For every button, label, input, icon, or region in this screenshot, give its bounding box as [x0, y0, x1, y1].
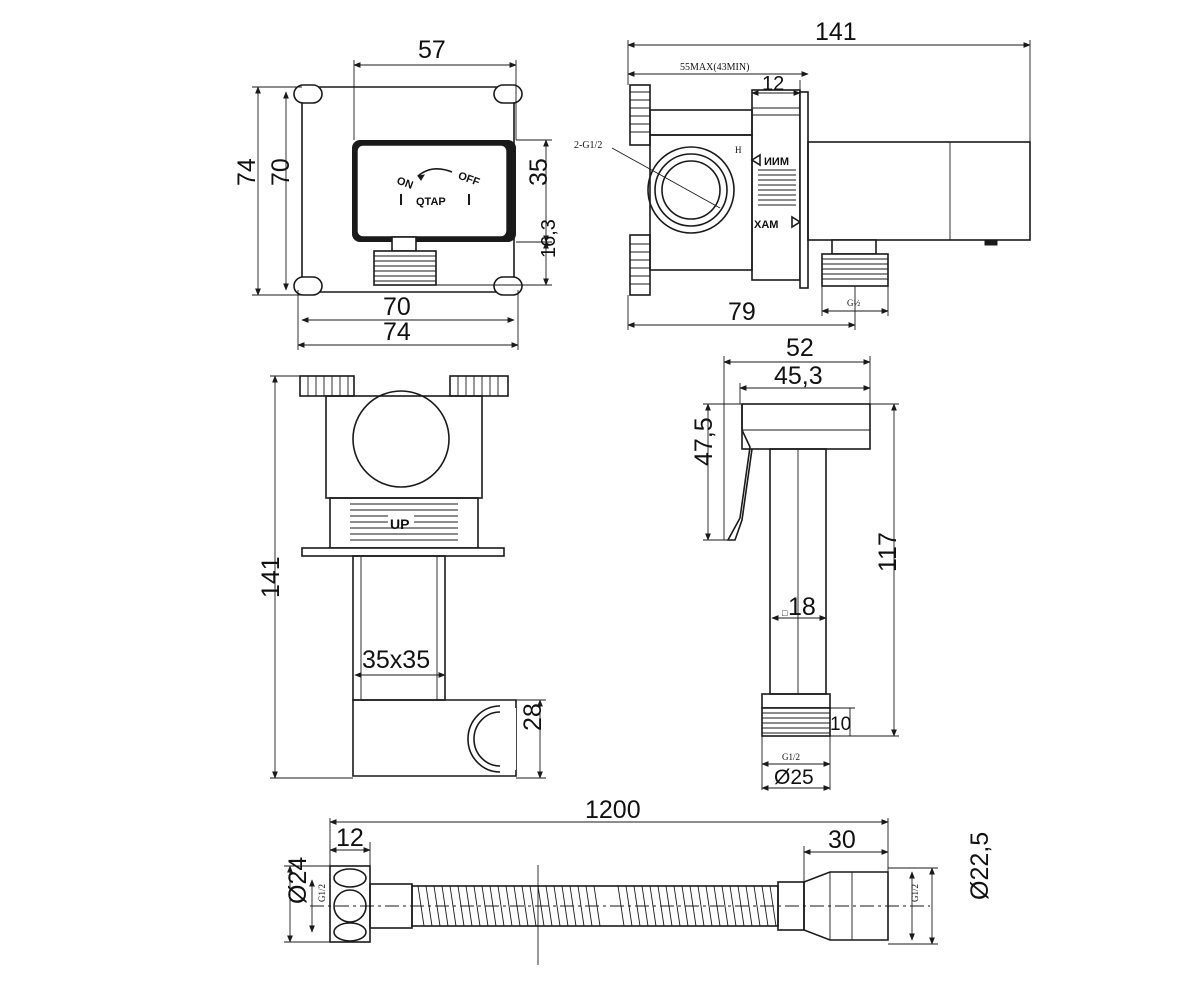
dim-outlet-thread: G½ — [847, 298, 860, 308]
dim-height-inner: 70 — [267, 158, 295, 186]
flange-hatch — [457, 376, 499, 396]
corner-lug — [493, 84, 523, 104]
dim-width-top: 57 — [418, 36, 446, 64]
flange-hatch — [307, 376, 349, 396]
dim-thread-height: 16,3 — [538, 219, 560, 258]
dim-tube-marker: □ — [782, 608, 788, 618]
dim-thread-len: 10 — [830, 714, 851, 735]
arrow-head-icon — [417, 174, 425, 181]
label-up: UP — [390, 516, 409, 532]
inlet-flange — [629, 84, 651, 146]
inlet-circle — [352, 390, 450, 488]
front-view: ON OFF QTAP 57 74 70 35 16,3 70 — [233, 36, 560, 350]
dim-thread-right: G1/2 — [910, 884, 920, 902]
dim-flange: 12 — [762, 73, 784, 95]
thread — [761, 707, 831, 737]
hose-nut — [329, 865, 371, 943]
dim-depth-range: 55MAX(43MIN) — [680, 62, 749, 73]
dim-width-inner: 45,3 — [774, 362, 823, 390]
dim-nut-len: 12 — [336, 824, 364, 852]
outlet-neck — [831, 239, 877, 255]
cartridge-ring — [752, 107, 806, 116]
top-view: UP 141 35x35 28 — [257, 375, 547, 779]
dim-nut-dia: Ø24 — [284, 857, 312, 904]
flange-top — [449, 375, 509, 397]
dim-total-length: 141 — [815, 18, 857, 46]
hose-coils — [417, 885, 777, 927]
label-h: H — [735, 145, 742, 155]
flange-hatch — [630, 243, 650, 285]
holder-cutout-bg — [469, 708, 516, 770]
flange-hatch — [630, 91, 650, 133]
label-brand: QTAP — [416, 196, 446, 208]
dim-cone-len: 30 — [828, 826, 856, 854]
control-panel — [356, 144, 508, 238]
dim-panel-height: 35 — [525, 158, 553, 186]
valve-body-top — [649, 109, 753, 136]
cartridge-hatch — [758, 169, 796, 206]
dim-offset: 79 — [728, 298, 756, 326]
side-view: 2-G1/2 H ИИМ XAM 141 55MAX(43MIN) 12 — [574, 18, 1031, 330]
corner-lug — [293, 276, 323, 296]
label-on: ON — [395, 175, 415, 192]
arm-top — [352, 555, 446, 701]
dim-height: 117 — [874, 532, 902, 572]
sprayer-view: 52 45,3 47,5 117 □ 18 10 G1/2 Ø25 — [690, 334, 902, 791]
holder-cup-inner — [473, 711, 501, 767]
inlet-circle-inner — [661, 160, 721, 220]
corner-lug — [493, 276, 523, 296]
outlet-thread — [821, 253, 889, 287]
inlet-circle-mid — [654, 153, 728, 227]
cartridge-hatch — [350, 503, 458, 541]
dim-width-outer: 74 — [383, 318, 411, 346]
outlet-thread — [373, 250, 437, 286]
holder-block — [352, 699, 517, 777]
corner-lug — [293, 84, 323, 104]
sprayer-head — [741, 403, 871, 450]
hose-view: 1200 12 30 Ø24 G1/2 G1/2 Ø22,5 — [284, 796, 994, 965]
arm-tip — [984, 239, 998, 246]
dim-handle: 47,5 — [690, 417, 718, 466]
wall-plate — [301, 547, 505, 557]
dim-diameter: Ø25 — [774, 766, 814, 789]
dim-cone-dia: Ø22,5 — [966, 832, 994, 900]
dim-length: 1200 — [585, 796, 641, 824]
dim-length: 141 — [257, 556, 285, 598]
rotation-arrow-icon — [417, 168, 453, 177]
label-cold: ИИМ — [764, 156, 789, 168]
leader-line — [611, 147, 721, 209]
dim-height-outer: 74 — [233, 158, 261, 186]
nut-facet — [333, 889, 367, 923]
wall-plate — [799, 91, 809, 289]
dim-thread-left: G1/2 — [317, 884, 327, 902]
dim-holder: 28 — [519, 703, 547, 731]
nut-facet — [333, 922, 367, 942]
holder-cup — [467, 705, 501, 773]
arrow-hot-icon — [791, 215, 802, 229]
outlet-neck — [391, 236, 417, 252]
dim-tube: 18 — [788, 593, 816, 621]
dim-square: 35x35 — [362, 646, 430, 674]
arm — [807, 141, 1031, 241]
dim-width-inner: 70 — [383, 293, 411, 321]
lever — [726, 404, 753, 541]
inlet-circle-outer — [647, 146, 735, 234]
dim-thread: G1/2 — [782, 752, 800, 762]
label-hot: XAM — [754, 219, 778, 231]
dim-width: 52 — [786, 334, 814, 362]
arrow-cold-icon — [750, 153, 761, 167]
dim-inlets: 2-G1/2 — [574, 140, 602, 151]
body-top — [325, 395, 483, 499]
nut-facet — [333, 868, 367, 888]
tube-collar — [761, 693, 831, 709]
